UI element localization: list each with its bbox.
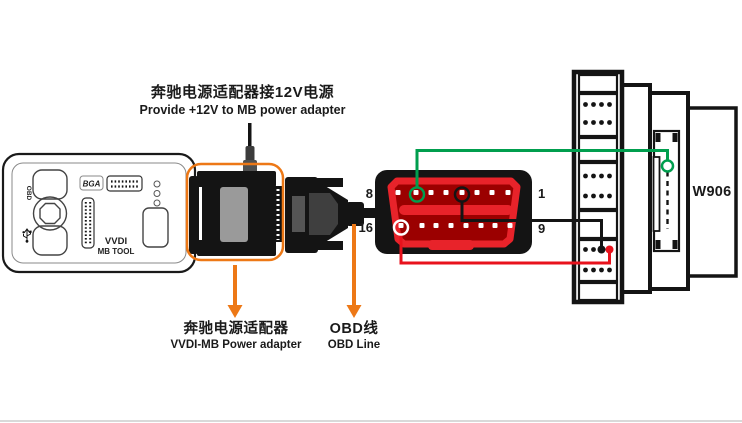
device-pad (142, 207, 169, 248)
device-side-port (81, 197, 95, 249)
bottom-border (0, 420, 742, 422)
obd-pin-label-16: 16 (358, 220, 373, 235)
top-note-zh: 奔驰电源适配器接12V电源 (150, 84, 335, 101)
adapter-note-zh: 奔驰电源适配器 (183, 321, 289, 337)
device-header-port (106, 175, 143, 192)
wire-black-pin4 (460, 201, 603, 248)
device-button-top (32, 169, 68, 200)
w906-label: W906 (692, 184, 732, 200)
bga-badge (79, 175, 104, 191)
adapter-note: 奔驰电源适配器 VVDI-MB Power adapter (151, 321, 321, 352)
wire-red-pin16 (399, 234, 611, 265)
callout-arrows (227, 224, 362, 318)
bga-label: BGA (83, 180, 101, 189)
pin16-marker-ring (392, 219, 410, 236)
obd-note-zh: OBD线 (329, 321, 379, 337)
power-adapter (189, 171, 282, 256)
pin4-marker-ring (453, 186, 471, 203)
vvdi-mb-tool-device: BGA VVDI MB TOOL OBD (1, 152, 197, 274)
device-leds (153, 180, 161, 207)
device-name-line2: MB TOOL (98, 247, 135, 256)
obd-pin-label-9: 9 (538, 221, 546, 236)
device-button-bottom (32, 225, 68, 256)
wiring (392, 149, 675, 265)
usb-icon (22, 228, 32, 243)
db15-connector (285, 177, 378, 253)
obd-pins-top-row (395, 190, 511, 195)
obd-pin-label-8: 8 (365, 186, 373, 201)
w906-green-terminal-ring (660, 159, 675, 173)
device-obd-port-label: OBD (25, 186, 32, 201)
top-note-en: Provide +12V to MB power adapter (139, 102, 346, 117)
device-dial (32, 196, 68, 231)
top-note: 奔驰电源适配器接12V电源 Provide +12V to MB power a… (90, 84, 395, 117)
device-name-line1: VVDI (105, 236, 127, 247)
obd-pins-bottom-row (398, 223, 513, 228)
obd-connector (375, 170, 532, 254)
obd-center-bar (399, 205, 513, 215)
obd-pin-label-1: 1 (538, 186, 546, 201)
adapter-highlight-box (185, 162, 285, 262)
black-wire-terminal-dot (597, 245, 606, 254)
wire-green-pin7 (415, 149, 669, 188)
obd-note: OBD线 OBD Line (300, 321, 408, 352)
obd-note-en: OBD Line (327, 339, 381, 352)
obd-cable-stub (360, 208, 378, 218)
red-wire-terminal-dot (605, 245, 614, 254)
pin7-marker-ring (408, 186, 426, 203)
adapter-note-en: VVDI-MB Power adapter (170, 339, 302, 352)
